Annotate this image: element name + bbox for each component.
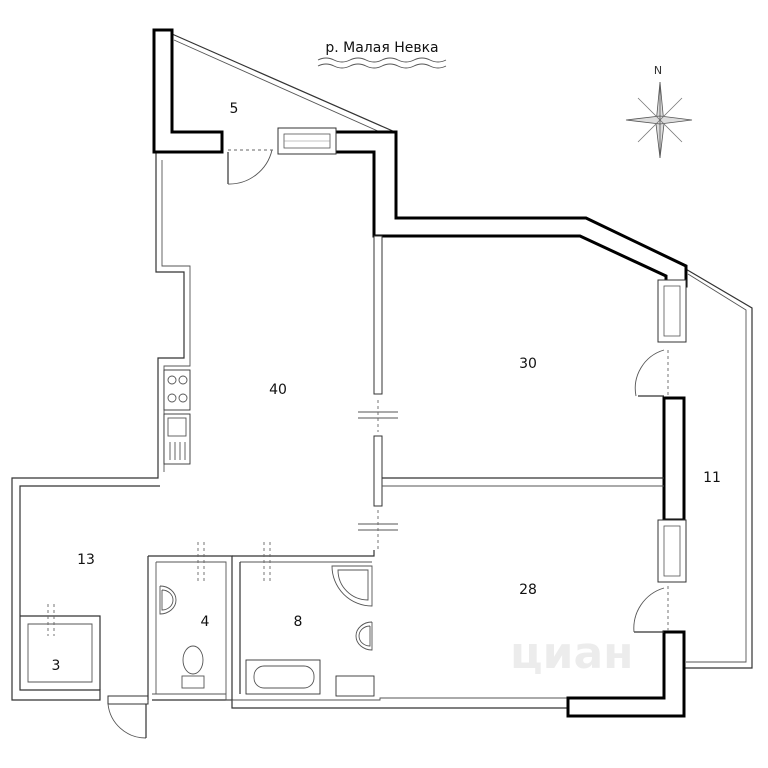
closet-wall [20,615,101,690]
door-room-28 [633,586,669,633]
compass-north-label: N [654,64,662,77]
room-label-hall: 13 [77,552,95,568]
wc-wall [148,555,233,700]
partition-40-28 [373,435,383,507]
door-entrance [107,695,149,739]
door-room-30 [634,349,669,397]
thick-wall-se [566,630,686,718]
river-waves [317,57,447,69]
sink-icon [163,413,191,465]
balcony-north-rail [171,33,396,133]
door-balcony [227,149,276,185]
window-east-1 [657,279,687,343]
room-label-wc: 4 [201,614,210,630]
outer-wall-south [152,699,568,709]
bathtub-icon [245,659,321,695]
window-north [277,127,337,155]
washbasin-icon-bath [355,621,373,651]
room-label-closet: 3 [52,658,61,674]
window-east-2 [657,519,687,583]
room-label-room-28: 28 [519,582,537,598]
washbasin-icon-wc [159,585,177,615]
loggia-rail [683,267,753,669]
toilet-icon [181,645,205,689]
river-label: р. Малая Невка [325,40,438,56]
washing-machine-icon [335,675,375,697]
thick-wall-nw [152,28,224,154]
outer-wall-west [11,152,185,701]
compass-icon [625,81,693,159]
partition-40-30 [373,235,383,395]
room-label-kitchen-living: 40 [269,382,287,398]
room-label-loggia: 11 [703,470,721,486]
stove-icon [163,369,191,411]
room-label-room-30: 30 [519,356,537,372]
watermark-text: циан [510,628,634,679]
thick-wall-ne [332,130,688,288]
room-label-balcony: 5 [230,101,239,117]
thick-wall-east [662,396,686,522]
room-label-bathroom: 8 [294,614,303,630]
shower-icon [331,565,373,607]
